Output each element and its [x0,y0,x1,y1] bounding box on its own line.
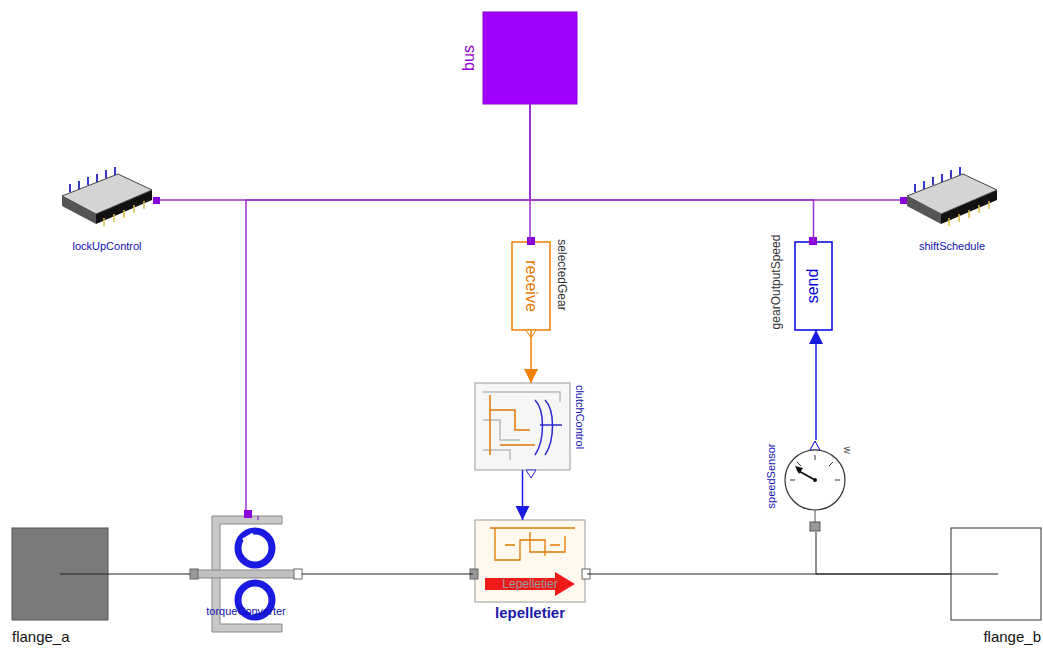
instance-label: speedSensor [766,444,777,509]
shaft-connector [816,532,951,574]
shaft-line [951,574,998,575]
bus-connector [530,104,900,200]
send-block [795,242,832,330]
chip-icon [62,167,160,226]
control-chip: lockUpControl [55,170,160,230]
block-label: clutchControl [574,385,585,449]
signal-connector [530,330,532,383]
block-label: torqueConverter [206,606,286,617]
shaft-line [60,574,108,575]
instance-label: selectedGear [556,239,568,310]
block-label: flange_a [12,629,70,644]
bus-connector [530,104,814,242]
shaft-connector [108,574,190,575]
speed-sensor-icon [785,441,845,531]
torque-converter-icon [190,510,302,632]
signal-connector [815,330,817,440]
bus-block: bus [483,12,577,104]
instance-label: gearOutputSpeed [770,235,782,330]
bus-block [483,12,577,104]
clutch-control-icon [475,383,570,478]
bus-connector [246,104,530,510]
receive-block [512,242,550,330]
chip-icon [900,167,997,226]
gear-set: Lepelletierlepelletier [473,520,587,602]
flange-box: flange_a [12,528,108,620]
flange-box: flange_b [951,528,1041,620]
block-label: lockUpControl [72,241,141,252]
clutch-control: clutchControl [475,383,570,470]
flange-a-block [12,528,108,620]
signal-connector [522,470,524,520]
send-block: sendgearOutputSpeed [795,242,832,330]
bus-connector [160,104,530,200]
speed-sensor: wspeedSensor [785,440,847,532]
block-label: shiftSchedule [919,241,985,252]
bus-port [527,237,535,245]
block-label: bus [461,45,477,71]
flange-b-block [951,528,1041,620]
instance-label: lepelletier [495,605,565,620]
receive-block: receiveselectedGear [512,242,550,330]
block-label: w [842,446,852,453]
lepelletier-icon [470,520,590,602]
block-label: receive [523,260,539,312]
block-label: flange_b [983,629,1041,644]
control-chip: shiftSchedule [900,170,1005,230]
torque-converter: torqueConverter [190,510,302,602]
shaft-connector [302,574,473,575]
block-label: send [805,269,821,304]
block-label: Lepelletier [502,578,557,590]
